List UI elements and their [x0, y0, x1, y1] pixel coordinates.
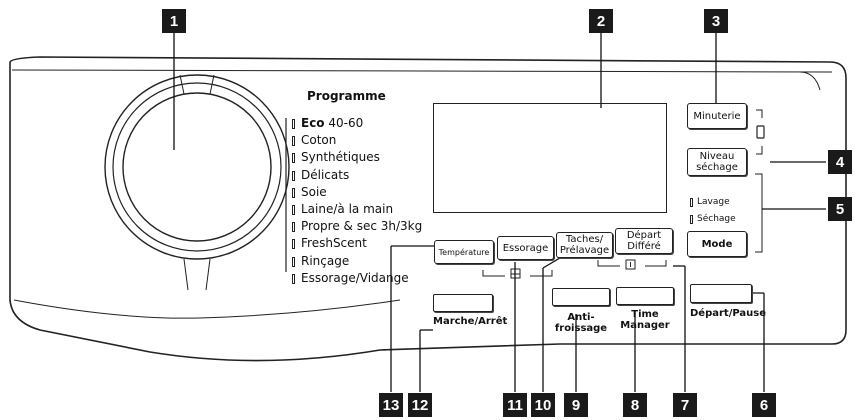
depart-differe-label-2: Différé [627, 241, 661, 252]
time-manager-button[interactable] [616, 287, 674, 305]
minuterie-button[interactable]: Minuterie [687, 103, 747, 129]
anti-froissage-label-1: Anti- [567, 312, 595, 323]
taches-label-2: Prélavage [559, 245, 610, 256]
programme-item: FreshScent [292, 235, 422, 252]
depart-pause-button[interactable] [690, 284, 752, 303]
depart-pause-label: Départ/Pause [690, 308, 767, 319]
programme-item-label: Synthétiques [301, 150, 380, 165]
essorage-label: Essorage [502, 242, 549, 254]
niveau-sechage-label-2: séchage [696, 162, 738, 173]
niveau-sechage-label-1: Niveau [699, 151, 735, 162]
programme-item-label: Essorage/Vidange [301, 270, 409, 285]
programme-item-bold: Eco [301, 116, 325, 130]
callout-2: 2 [589, 9, 613, 33]
marche-arret-label: Marche/Arrêt [433, 316, 508, 327]
depart-differe-button[interactable]: Départ Différé [615, 228, 673, 254]
anti-froissage-button[interactable] [552, 288, 610, 306]
programme-item-label: Propre & sec 3h/3kg [301, 219, 423, 234]
temperature-label: Température [438, 247, 490, 257]
programme-item: Synthétiques [292, 149, 422, 166]
display-screen [433, 103, 667, 213]
marche-arret-button[interactable] [433, 294, 493, 312]
programme-item: Coton [292, 132, 422, 149]
programme-item-label: Laine/à la main [301, 201, 394, 216]
programme-item: Propre & sec 3h/3kg [292, 218, 422, 235]
callout-9: 9 [564, 393, 588, 417]
callout-1: 1 [162, 9, 186, 33]
programme-item: Soie [292, 184, 422, 201]
callout-8: 8 [623, 393, 647, 417]
smartphone-icon [756, 125, 765, 139]
programme-item-label: Délicats [301, 167, 350, 182]
niveau-sechage-button[interactable]: Niveau séchage [687, 148, 747, 176]
lock-icon [625, 259, 636, 270]
programme-item: Rinçage [292, 253, 422, 270]
callout-12: 12 [408, 393, 432, 417]
programme-item-label: 40-60 [324, 116, 364, 130]
anti-froissage-label: Anti- froissage [552, 312, 610, 334]
programme-item: Essorage/Vidange [292, 270, 422, 287]
depart-differe-label-1: Départ [626, 230, 662, 241]
anti-froissage-label-2: froissage [554, 323, 608, 334]
temperature-button[interactable]: Température [434, 240, 494, 264]
programme-item-label: Soie [301, 184, 327, 199]
dial-outer-ring [104, 74, 290, 260]
taches-prelavage-button[interactable]: Taches/ Prélavage [556, 232, 613, 258]
lavage-indicator: Lavage [690, 197, 730, 208]
callout-leader-lines [173, 33, 826, 392]
programme-item: Laine/à la main [292, 201, 422, 218]
programme-title: Programme [307, 89, 386, 103]
callout-3: 3 [704, 9, 728, 33]
callout-4: 4 [828, 150, 852, 174]
minuterie-label: Minuterie [693, 110, 741, 122]
time-manager-label-2: Manager [620, 320, 670, 331]
sechage-indicator: Séchage [690, 214, 736, 225]
callout-13: 13 [379, 393, 403, 417]
callout-7: 7 [673, 393, 697, 417]
callout-6: 6 [752, 393, 776, 417]
time-manager-label: Time Manager [616, 309, 674, 331]
time-manager-label-1: Time [631, 309, 659, 320]
programme-dial [122, 92, 272, 242]
programme-item: Eco 40-60 [292, 115, 422, 132]
callout-11: 11 [503, 393, 527, 417]
callout-10: 10 [531, 393, 555, 417]
programme-item-label: FreshScent [301, 236, 367, 251]
essorage-button[interactable]: Essorage [497, 236, 554, 260]
programme-item-label: Coton [301, 133, 337, 148]
taches-label-1: Taches/ [565, 234, 604, 245]
programme-item-label: Rinçage [301, 253, 350, 268]
callout-5: 5 [828, 197, 852, 221]
mode-label: Mode [701, 238, 733, 250]
mode-button[interactable]: Mode [687, 231, 747, 257]
programme-item: Délicats [292, 167, 422, 184]
